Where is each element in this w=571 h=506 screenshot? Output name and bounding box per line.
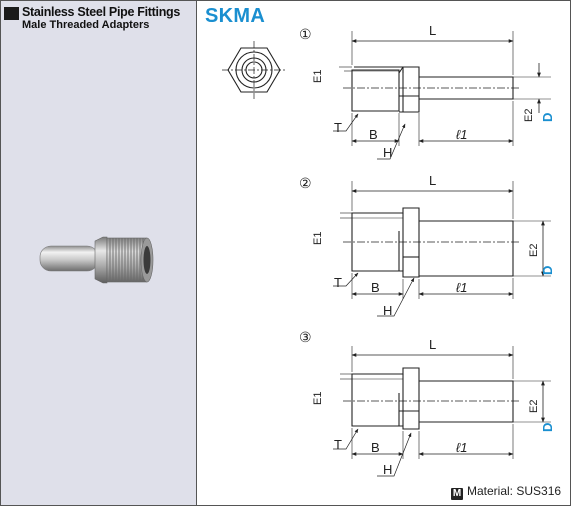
label-l1-view3: ℓ1 (456, 440, 467, 455)
material-text: Material: SUS316 (467, 484, 562, 498)
label-h-view1: H (383, 145, 392, 160)
label-e1-view3: E1 (312, 392, 324, 405)
sidebar-panel: Stainless Steel Pipe Fittings Male Threa… (1, 1, 197, 505)
product-subtitle: Male Threaded Adapters (22, 19, 150, 31)
label-e2-view2: E2 (528, 244, 540, 257)
label-t-view3: T (334, 437, 342, 452)
material-note: M Material: SUS316 (451, 484, 561, 500)
label-e2-view1: E2 (523, 109, 535, 122)
view-1-drawing (333, 31, 551, 160)
label-d-view1: D (540, 113, 555, 122)
end-view-hex-drawing (222, 41, 286, 99)
label-h-view3: H (383, 462, 392, 477)
label-t-view1: T (334, 120, 342, 135)
view-1-number: ① (299, 26, 312, 42)
label-d-view3: D (540, 423, 555, 432)
product-code: SKMA (205, 5, 266, 27)
view-2-drawing (333, 181, 551, 317)
title-square-marker (4, 7, 19, 20)
label-l-view2: L (429, 173, 436, 188)
label-l-view1: L (429, 23, 436, 38)
technical-drawings: ① ② ③ L E1 E2 D T B H ℓ1 L E1 E2 D T B H… (222, 23, 555, 477)
label-e1-view2: E1 (312, 232, 324, 245)
label-h-view2: H (383, 303, 392, 318)
label-e2-view3: E2 (528, 400, 540, 413)
label-l1-view2: ℓ1 (456, 280, 467, 295)
material-icon: M (451, 488, 463, 500)
view-3-drawing (333, 346, 551, 477)
label-b-view3: B (371, 440, 380, 455)
label-l1-view1: ℓ1 (456, 127, 467, 142)
label-e1-view1: E1 (312, 70, 324, 83)
view-2-number: ② (299, 175, 312, 191)
label-l-view3: L (429, 337, 436, 352)
view-3-number: ③ (299, 329, 312, 345)
product-category-title: Stainless Steel Pipe Fittings (22, 5, 181, 19)
label-b-view2: B (371, 280, 380, 295)
product-photo (39, 236, 154, 284)
label-d-view2: D (540, 266, 555, 275)
label-t-view2: T (334, 275, 342, 290)
label-b-view1: B (369, 127, 378, 142)
